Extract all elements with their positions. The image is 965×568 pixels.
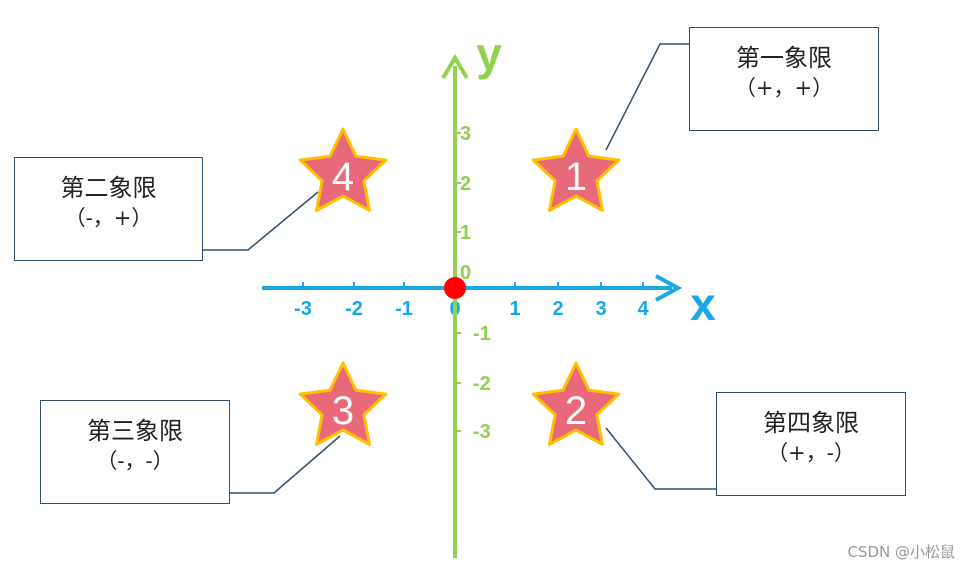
y-tick-label: -2 xyxy=(473,373,491,395)
y-axis: y 3 2 1 0 -1 -2 -3 xyxy=(441,28,502,558)
star-shape xyxy=(298,361,388,446)
connector-quadrant-4 xyxy=(203,191,319,251)
star-number: 3 xyxy=(332,389,354,433)
y-tick-label: 2 xyxy=(460,173,471,195)
star-quadrant-1: 1 xyxy=(531,127,621,212)
x-axis-arrow xyxy=(655,274,683,302)
y-axis-name: y xyxy=(476,28,502,80)
y-tick-label: 3 xyxy=(460,123,471,145)
label-box-quadrant-2: 第四象限 （+，-） xyxy=(716,392,906,496)
star-number: 2 xyxy=(565,389,587,433)
x-tick-label: 3 xyxy=(595,298,606,320)
star-shape xyxy=(531,361,621,446)
y-tick-label: -1 xyxy=(473,323,491,345)
x-tick-label: -1 xyxy=(395,298,413,320)
quadrant-stars: 1 2 3 4 xyxy=(298,127,621,446)
x-tick-label: 1 xyxy=(509,298,520,320)
quadrant-4-title: 第二象限 xyxy=(60,174,157,202)
quadrant-3-sign: （-，-） xyxy=(96,449,174,473)
quadrant-3-title: 第三象限 xyxy=(87,417,183,445)
y-tick-label: -3 xyxy=(473,421,491,443)
x-axis-name: x xyxy=(690,278,716,330)
y-tick-label: 0 xyxy=(460,262,471,284)
watermark: CSDN @小松鼠 xyxy=(847,543,955,561)
label-box-quadrant-3: 第三象限 （-，-） xyxy=(40,400,230,504)
connector-quadrant-2 xyxy=(605,427,716,490)
y-tick-label: 1 xyxy=(460,222,471,244)
x-tick-label: 2 xyxy=(552,298,563,320)
y-axis-arrow xyxy=(441,54,469,80)
star-shape xyxy=(298,127,388,212)
x-tick-label: -3 xyxy=(294,298,312,320)
quadrant-2-title: 第四象限 xyxy=(763,409,859,437)
origin-point xyxy=(444,277,466,299)
quadrant-4-sign: （-，+） xyxy=(64,206,153,230)
label-box-quadrant-1: 第一象限 （+，+） xyxy=(689,27,879,131)
star-quadrant-4: 4 xyxy=(298,127,388,212)
quadrant-2-sign: （+，-） xyxy=(767,441,855,465)
label-box-quadrant-4: 第二象限 （-，+） xyxy=(14,157,203,261)
star-shape xyxy=(531,127,621,212)
star-quadrant-2: 2 xyxy=(531,361,621,446)
quadrant-1-title: 第一象限 xyxy=(736,44,832,72)
star-number: 1 xyxy=(565,155,587,199)
quadrant-1-sign: （+，+） xyxy=(734,76,834,100)
star-quadrant-3: 3 xyxy=(298,361,388,446)
x-axis: x-3-2-101234 xyxy=(262,274,716,330)
star-number: 4 xyxy=(332,155,354,199)
x-tick-label: 4 xyxy=(637,298,649,320)
x-tick-label: -2 xyxy=(345,298,363,320)
connector-quadrant-3 xyxy=(230,435,341,494)
connector-quadrant-1 xyxy=(605,43,690,151)
